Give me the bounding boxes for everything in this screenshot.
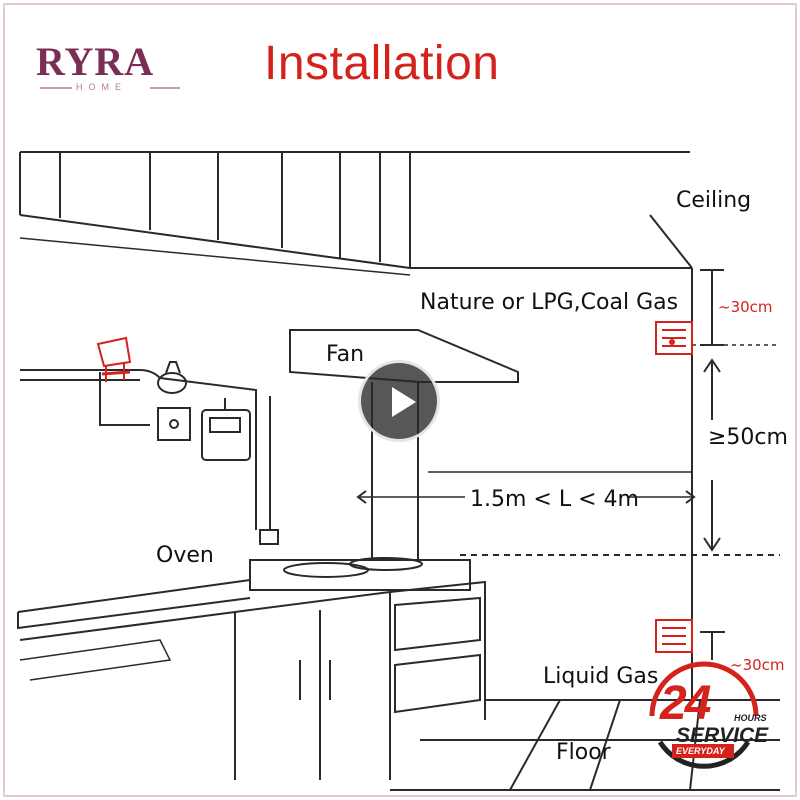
ceiling-label: Ceiling [676,188,752,213]
min-distance-label: ≥50cm [708,425,788,450]
gas-valve-icon [96,336,132,382]
gas-detector-icon [655,619,693,653]
gas-type-label: Nature or LPG,Coal Gas [420,290,679,315]
badge-service: SERVICE [676,724,769,747]
range-label: 1.5m < L < 4m [470,487,639,512]
gas-detector-icon [655,321,693,355]
fan-label: Fan [326,342,365,367]
badge-number: 24 [660,677,711,730]
floor-label: Floor [556,740,611,765]
badge-everyday: EVERYDAY [676,746,725,756]
brand-logo: RYRA [36,39,155,84]
brand-subtitle: HOME [76,82,127,92]
oven-label: Oven [156,543,214,568]
bottom-distance-label: ~30cm [730,656,785,674]
page-title: Installation [264,37,500,90]
service-badge-ring [649,661,759,769]
liquid-gas-label: Liquid Gas [543,664,659,689]
play-icon [392,387,416,417]
top-distance-label: ~30cm [718,298,773,316]
badge-hours: HOURS [734,713,767,723]
video-play-button[interactable] [358,360,440,442]
